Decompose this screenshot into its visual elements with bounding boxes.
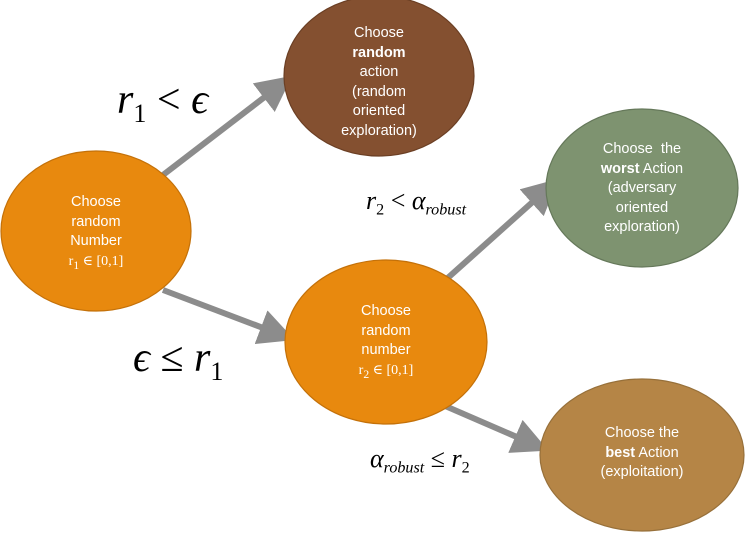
- node-start-range: ∈ [0,1]: [79, 253, 124, 269]
- node-random-action-bold: random: [352, 44, 406, 61]
- node-worst-line1: Choose the: [602, 141, 682, 157]
- node-worst-line5: exploration): [604, 219, 680, 235]
- node-best-bold: best: [605, 444, 636, 461]
- edge2-sub: 1: [210, 357, 224, 387]
- node-start-var: r: [68, 253, 74, 269]
- node-second-ellipse: [284, 259, 488, 425]
- node-best-after-bold: Action: [635, 444, 679, 461]
- node-second-var: r: [358, 362, 364, 378]
- arrow-start-to-second: [161, 287, 295, 345]
- edge4-lhs: α: [370, 444, 384, 473]
- arrow-second-to-worst: [438, 178, 559, 287]
- node-second-line3: number: [361, 342, 411, 358]
- node-second-sub: 2: [363, 367, 370, 381]
- node-start-sub: 1: [73, 258, 80, 272]
- node-best-text: Choose the best Action (exploitation): [572, 424, 712, 483]
- edge1-sub: 1: [133, 99, 147, 129]
- node-random-action-ellipse: [283, 0, 475, 157]
- edge-label-epsilon-leq-r1: ϵ ≤ r1: [133, 336, 223, 394]
- node-random-action-line1: Choose: [354, 25, 404, 41]
- edge2-lhs: ϵ: [133, 335, 150, 381]
- node-worst-line4: oriented: [615, 199, 669, 216]
- node-worst-text: Choose the worst Action (adversary orien…: [572, 140, 712, 238]
- node-start-line1: Choose: [71, 194, 121, 210]
- node-random-action-line3: action: [359, 64, 399, 80]
- edge-label-r2-less-alpha: r2 < αrobust: [366, 187, 466, 225]
- node-second-range: ∈ [0,1]: [369, 362, 414, 378]
- edge4-lhs-sub: robust: [383, 459, 425, 477]
- edge2-var: r: [193, 335, 211, 381]
- arrow-start-to-random-action: [161, 75, 293, 178]
- node-random-action-line5: oriented: [352, 103, 406, 119]
- edge-label-alpha-leq-r2: αrobust ≤ r2: [370, 445, 470, 483]
- node-start-formula: r1 ∈ [0,1]: [36, 252, 156, 275]
- edge3-var: r: [366, 186, 377, 215]
- node-start-ellipse: [0, 150, 192, 312]
- edge4-var: r: [451, 444, 462, 473]
- edge1-op: <: [146, 77, 192, 123]
- edge1-rhs: ϵ: [191, 77, 208, 123]
- node-random-action-line6: exploration): [341, 122, 417, 139]
- node-second-line1: Choose: [361, 303, 411, 319]
- node-second-text: Choose random number r2 ∈ [0,1]: [326, 302, 446, 384]
- edge3-op: <: [384, 186, 412, 215]
- node-best-ellipse: [539, 378, 745, 532]
- edge4-sub: 2: [461, 459, 470, 477]
- edge3-sub: 2: [376, 201, 385, 219]
- node-random-action-text: Choose random action (random oriented ex…: [319, 24, 439, 141]
- node-random-action-line4: (random: [352, 83, 406, 100]
- node-worst-ellipse: [545, 108, 739, 268]
- edge3-rhs-sub: robust: [425, 201, 467, 219]
- node-worst-bold: worst: [600, 160, 640, 177]
- node-second-line2: random: [361, 322, 411, 339]
- node-best-line3: (exploitation): [600, 464, 684, 480]
- node-second-formula: r2 ∈ [0,1]: [326, 361, 446, 384]
- arrow-second-to-best: [434, 399, 549, 453]
- node-start-line2: random: [71, 213, 121, 230]
- node-start-line3: Number: [70, 233, 122, 249]
- edge-label-r1-less-epsilon: r1 < ϵ: [117, 78, 208, 136]
- node-worst-after-bold: Action: [639, 160, 684, 177]
- edge1-var: r: [117, 77, 134, 123]
- node-worst-line3: (adversary: [607, 180, 677, 196]
- node-best-line1: Choose the: [604, 425, 680, 441]
- edge2-op: ≤: [149, 335, 194, 381]
- node-start-text: Choose random Number r1 ∈ [0,1]: [36, 193, 156, 275]
- edge3-rhs: α: [411, 186, 426, 215]
- edge4-op: ≤: [424, 444, 452, 473]
